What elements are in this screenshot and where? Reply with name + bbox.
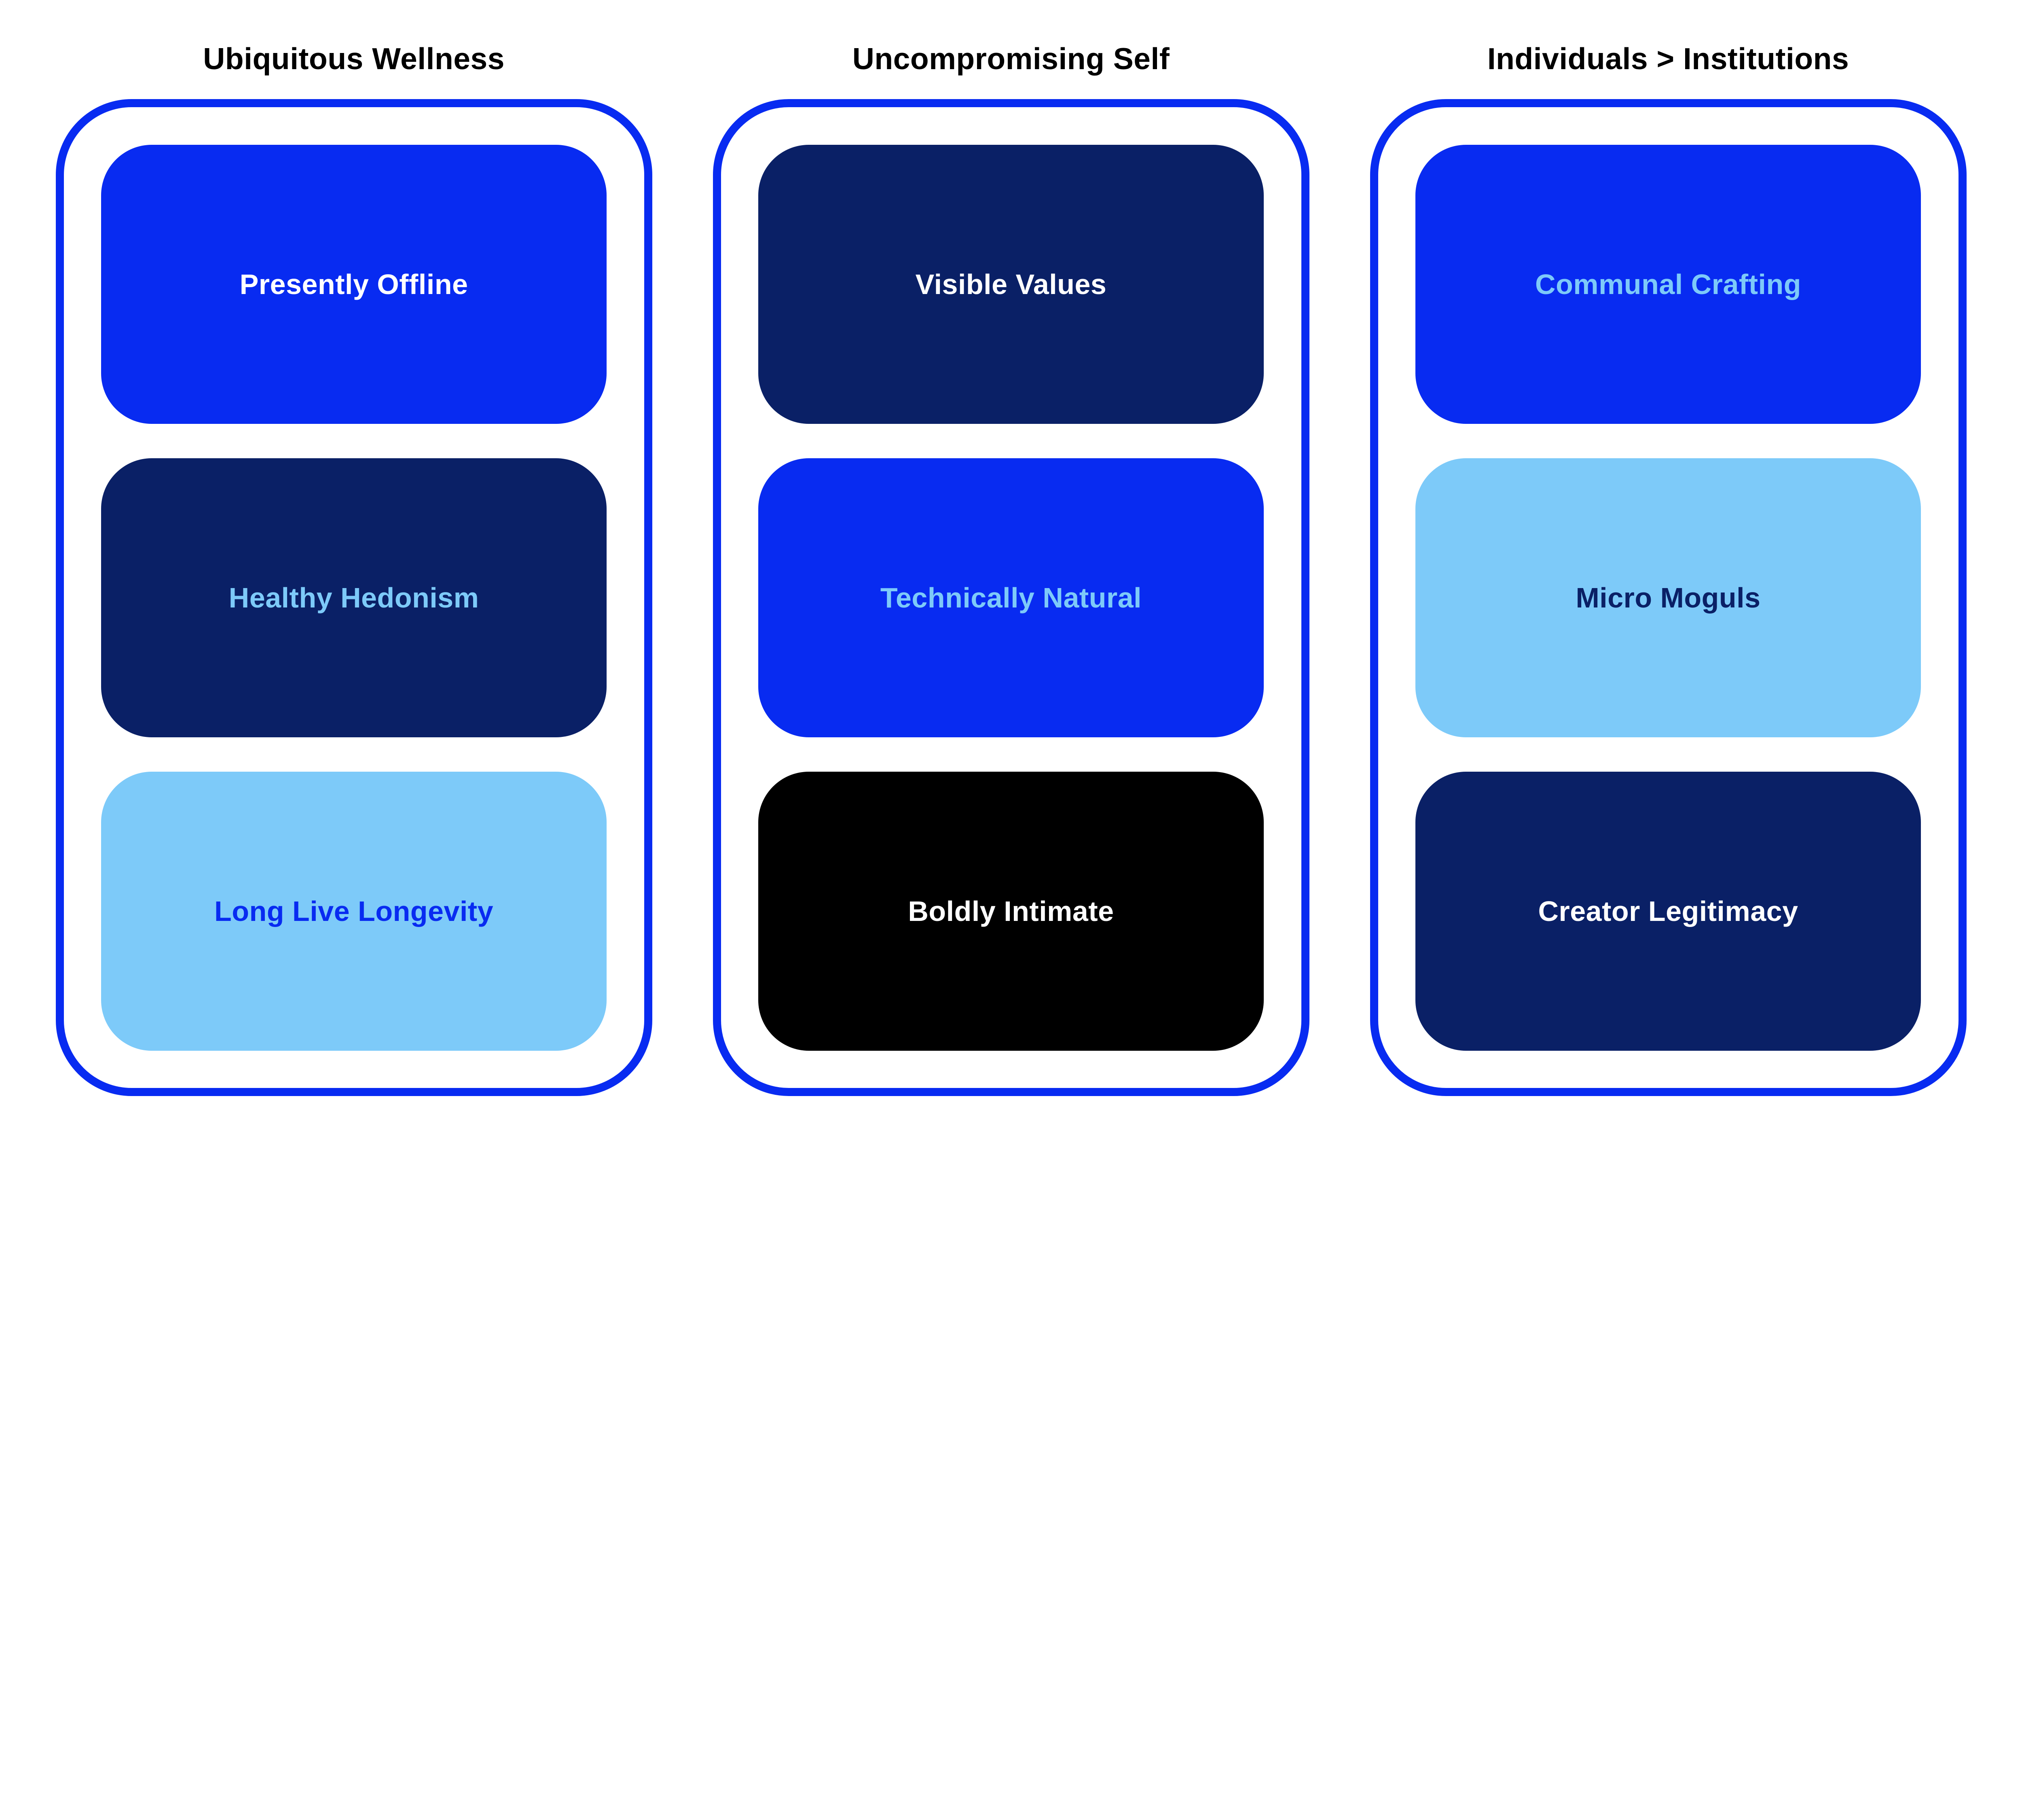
column-title: Ubiquitous Wellness (203, 41, 505, 76)
trend-card: Boldly Intimate (758, 771, 1264, 1051)
column-title: Uncompromising Self (852, 41, 1170, 76)
trend-card-label: Long Live Longevity (214, 895, 494, 927)
trend-card: Technically Natural (758, 458, 1264, 737)
trend-card: Micro Moguls (1415, 458, 1921, 737)
trend-card: Healthy Hedonism (101, 458, 607, 737)
trend-card: Presently Offline (101, 144, 607, 424)
trend-card-label: Visible Values (915, 268, 1107, 300)
column-ubiquitous-wellness: Ubiquitous Wellness Presently Offline He… (55, 0, 652, 1096)
trend-card: Communal Crafting (1415, 144, 1921, 424)
columns-row: Ubiquitous Wellness Presently Offline He… (55, 0, 1967, 1096)
trend-card-label: Micro Moguls (1576, 582, 1761, 614)
trend-card: Creator Legitimacy (1415, 771, 1921, 1051)
trend-card-label: Healthy Hedonism (228, 582, 479, 614)
trend-card-label: Communal Crafting (1535, 268, 1801, 300)
trend-card: Visible Values (758, 144, 1264, 424)
column-individuals-institutions: Individuals > Institutions Communal Craf… (1370, 0, 1967, 1096)
trend-card: Long Live Longevity (101, 771, 607, 1051)
column-outline-box: Communal Crafting Micro Moguls Creator L… (1370, 99, 1967, 1096)
column-outline-box: Visible Values Technically Natural Boldl… (713, 99, 1309, 1096)
trend-card-label: Technically Natural (880, 582, 1142, 614)
trend-card-label: Boldly Intimate (908, 895, 1114, 927)
column-uncompromising-self: Uncompromising Self Visible Values Techn… (713, 0, 1309, 1096)
trend-card-label: Creator Legitimacy (1538, 895, 1798, 927)
column-outline-box: Presently Offline Healthy Hedonism Long … (55, 99, 652, 1096)
trend-board: Ubiquitous Wellness Presently Offline He… (55, 0, 1967, 1096)
trend-card-label: Presently Offline (239, 268, 468, 300)
column-title: Individuals > Institutions (1487, 41, 1849, 76)
